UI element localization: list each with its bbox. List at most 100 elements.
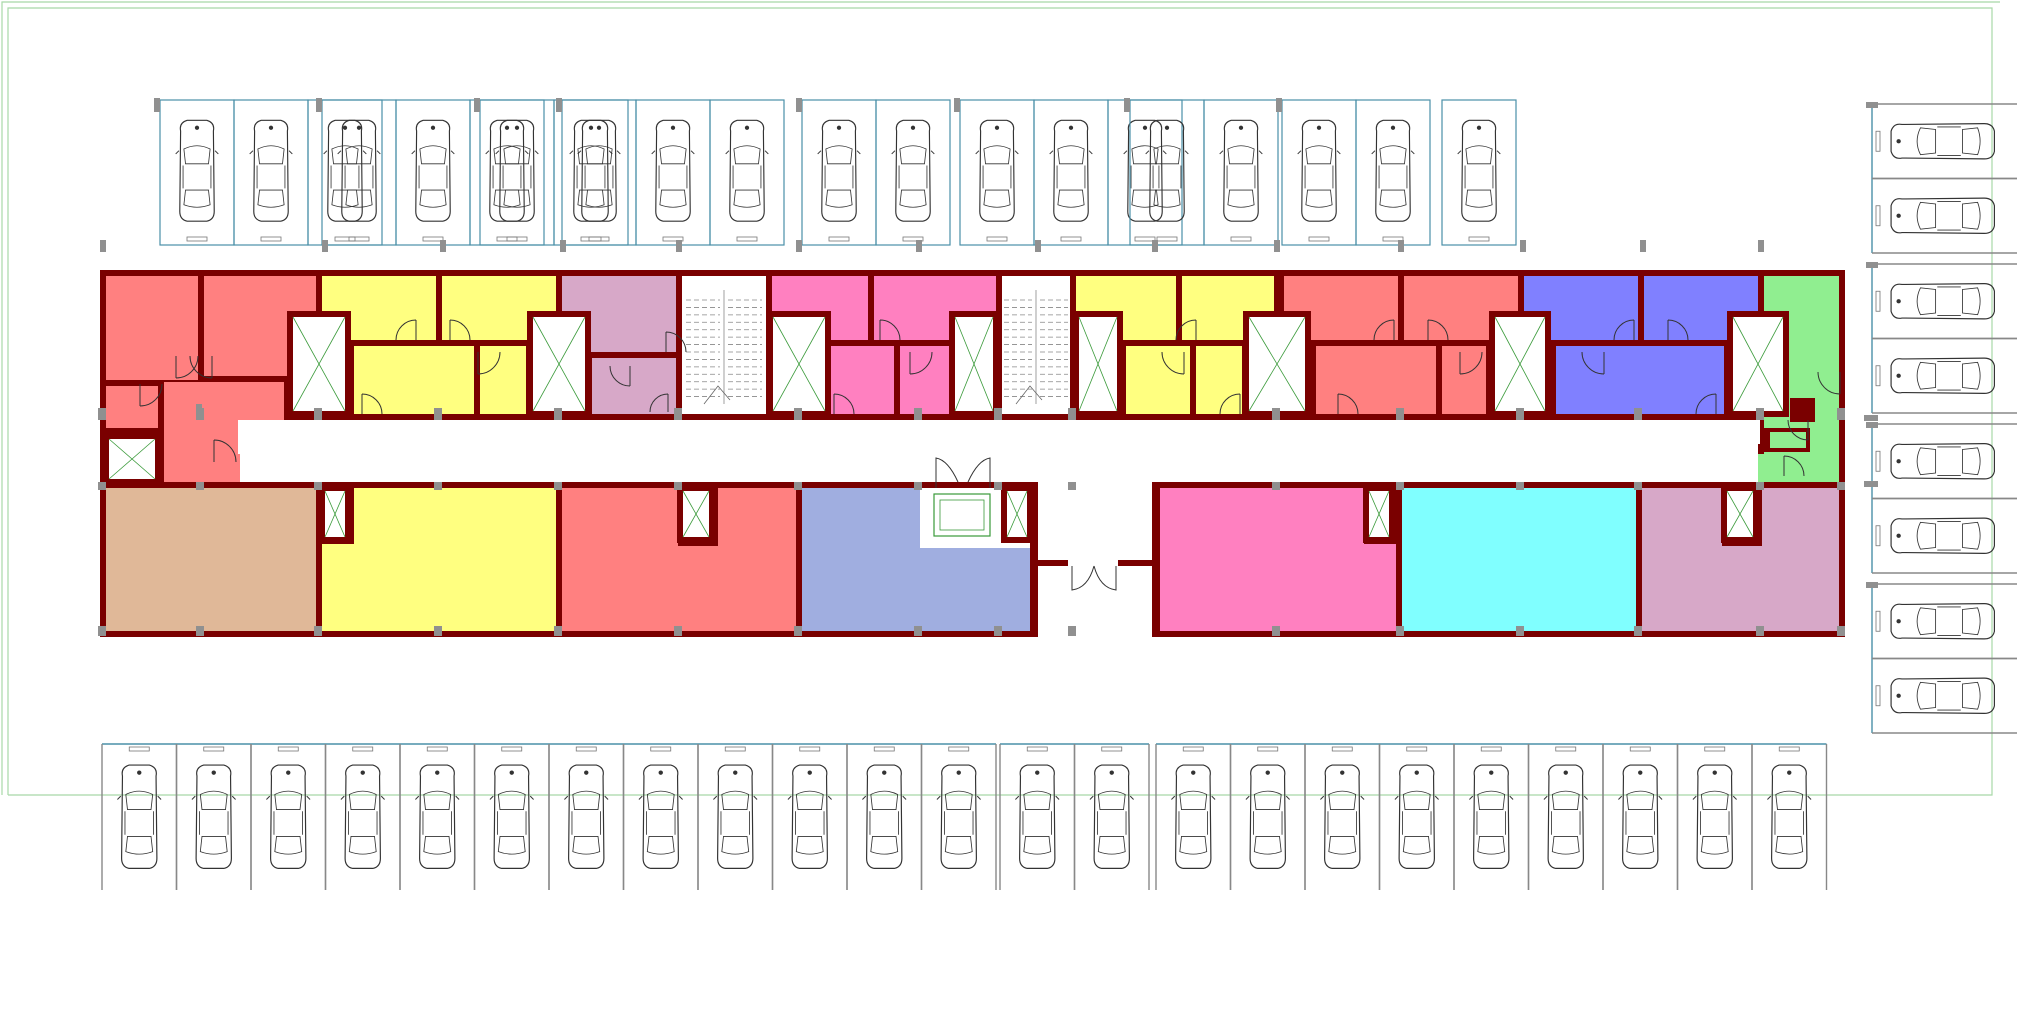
parking-space (846, 744, 923, 890)
parking-space (233, 99, 309, 246)
parking-space (473, 744, 550, 890)
parking-space (561, 99, 637, 246)
parking-space (175, 744, 252, 890)
car-icon (1457, 119, 1501, 222)
parking-space (548, 744, 625, 890)
shaft-cross-icon (677, 485, 715, 543)
car-icon (1766, 764, 1812, 869)
car-icon (1297, 119, 1341, 222)
car-icon (265, 764, 311, 869)
parking-space (1355, 99, 1431, 246)
car-icon (936, 764, 982, 869)
parking-space (1872, 263, 2017, 340)
car-icon (1170, 764, 1216, 869)
car-icon (725, 119, 769, 222)
unit-north-6 (1284, 276, 1518, 414)
parking-space (1751, 744, 1828, 890)
parking-space (479, 99, 555, 246)
parking-space (1155, 744, 1232, 890)
parking-space (1872, 337, 2017, 414)
parking-space (875, 99, 951, 246)
parking-space (697, 744, 774, 890)
entrance-door (1071, 565, 1117, 591)
unit-south-6 (1402, 488, 1636, 631)
car-icon (975, 119, 1019, 222)
shaft-cross-icon (1243, 311, 1311, 417)
shaft-cross-icon (1001, 485, 1033, 543)
site-boundary (1, 1, 2000, 796)
parking-space (1676, 744, 1753, 890)
parking-space (399, 744, 476, 890)
car-icon (1617, 764, 1663, 869)
car-icon (116, 764, 162, 869)
parking-space (1033, 99, 1109, 246)
parking-space (1872, 423, 2017, 500)
car-icon (1371, 119, 1415, 222)
car-icon (411, 119, 455, 222)
parking-row-bottom (101, 743, 1828, 890)
shaft-cross-icon (319, 485, 351, 543)
unit-south-2 (322, 488, 556, 631)
car-icon (891, 119, 935, 222)
parking-space (1441, 99, 1517, 246)
shaft-cross-icon (527, 311, 591, 417)
elevator (933, 457, 991, 537)
car-icon (191, 764, 237, 869)
parking-space (1453, 744, 1530, 890)
parking-space (1872, 177, 2017, 254)
parking-space (1229, 744, 1306, 890)
parking-space (1203, 99, 1279, 246)
car-icon (638, 764, 684, 869)
car-icon (1890, 517, 1995, 554)
car-icon (817, 119, 861, 222)
car-icon (1890, 283, 1995, 320)
parking-space (1872, 103, 2017, 180)
parking-space (1304, 744, 1381, 890)
car-icon (1890, 443, 1995, 480)
car-icon (414, 764, 460, 869)
parking-space (101, 744, 178, 890)
unit-south-4 (802, 488, 1030, 631)
shaft-cross-icon (949, 311, 999, 417)
building (98, 270, 1878, 642)
shaft-cross-icon (1489, 311, 1551, 417)
shaft-cross-icon (1363, 485, 1395, 543)
car-icon (489, 764, 535, 869)
unit-north-7 (1524, 276, 1758, 414)
car-icon (861, 764, 907, 869)
car-icon (340, 764, 386, 869)
parking-space (469, 99, 545, 246)
parking-space (999, 744, 1076, 890)
parking-space (553, 99, 629, 246)
shafts (103, 311, 1789, 543)
car-icon (1219, 119, 1263, 222)
parking-space (1107, 99, 1183, 246)
car-icon (1890, 123, 1995, 160)
parking-space (1602, 744, 1679, 890)
unit-south-5 (1160, 488, 1396, 631)
parking-space (622, 744, 699, 890)
parking-space (920, 744, 997, 890)
shaft-cross-icon (1727, 311, 1789, 417)
parking-space (1872, 497, 2017, 574)
parking-space (1872, 583, 2017, 660)
parking-space (1872, 657, 2017, 734)
parking-row-top (100, 98, 1764, 252)
parking-space (771, 744, 848, 890)
car-icon (1890, 677, 1995, 714)
car-icon (1049, 119, 1093, 222)
car-icon (563, 764, 609, 869)
parking-space (959, 99, 1035, 246)
car-icon (1245, 764, 1291, 869)
car-icon (1319, 764, 1365, 869)
parking-space (1378, 744, 1455, 890)
car-icon (1890, 357, 1995, 394)
car-icon (651, 119, 695, 222)
shaft-cross-icon (103, 433, 161, 485)
shaft-cross-icon (1721, 485, 1759, 543)
parking-space (395, 99, 471, 246)
car-icon (1890, 603, 1995, 640)
column-icon (98, 404, 1878, 636)
parking-space (159, 99, 235, 246)
corridor (238, 420, 1758, 482)
